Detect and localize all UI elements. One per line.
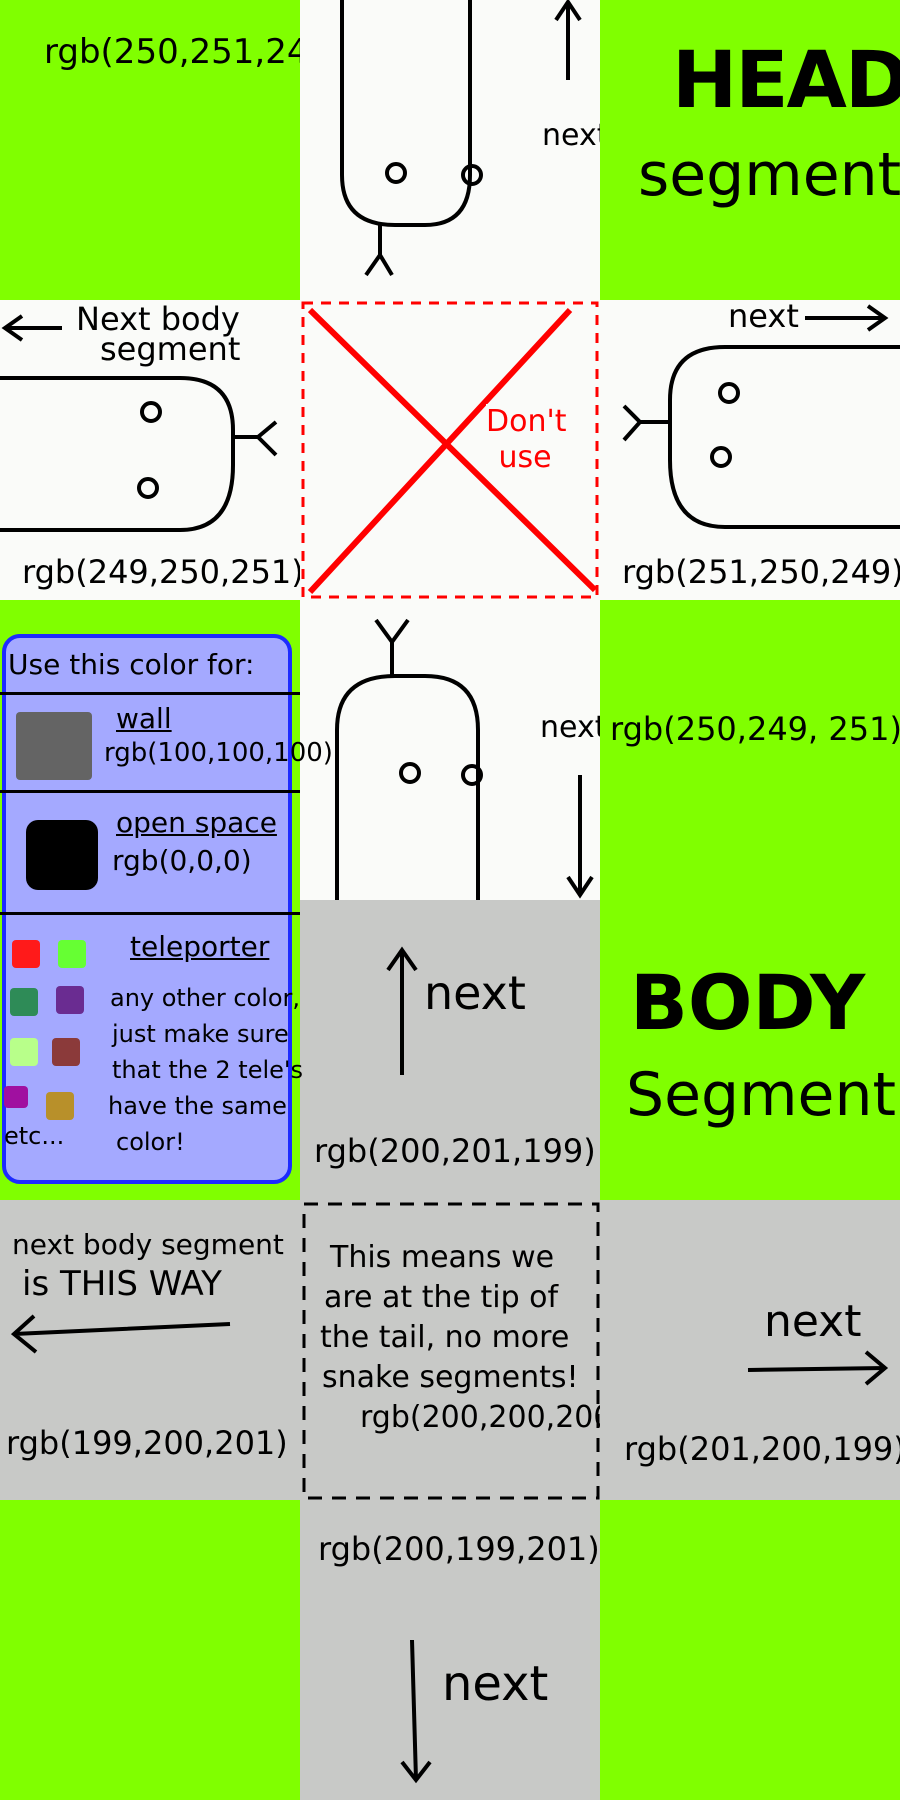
teleporter-etc-label: etc... <box>4 1122 65 1150</box>
cell-green-r1c1: rgb(250,251,249) <box>0 0 343 300</box>
teleporter-swatch-magenta <box>4 1086 28 1108</box>
body-up-rgb-label: rgb(200,201,199) <box>314 1132 596 1170</box>
legend-divider-2 <box>0 790 300 793</box>
body-down-next-label: next <box>442 1656 549 1712</box>
body-up-next-label: next <box>424 966 526 1020</box>
teleporter-desc-line3: that the 2 tele's <box>112 1056 303 1084</box>
body-left-arrow <box>10 1314 231 1354</box>
color-legend-panel: Use this color for: wall rgb(100,100,100… <box>0 632 333 1188</box>
cell-green-r3c3: rgb(250,249, 251) <box>600 600 900 900</box>
body-up-arrow <box>386 946 418 1075</box>
head-up-rgb-label: rgb(250,251,249) <box>44 32 344 72</box>
cell-green-r6c3 <box>600 1500 900 1800</box>
head-title: HEAD <box>672 36 900 126</box>
open-space-color-swatch <box>26 820 98 890</box>
head-left-snake <box>0 314 278 532</box>
cell-body-up: next rgb(200,201,199) <box>300 900 600 1200</box>
cell-green-r6c1 <box>0 1500 300 1800</box>
dont-use-label: Don't use <box>486 404 567 476</box>
teleporter-swatch-brown <box>52 1038 80 1066</box>
teleporter-swatch-lightgreen <box>58 940 86 968</box>
head-down-rgb-label: rgb(250,249, 251) <box>610 710 900 748</box>
cell-dont-use: Don't use <box>300 300 600 600</box>
cell-head-up: next <box>300 0 608 300</box>
body-right-arrow <box>747 1350 889 1386</box>
head-up-snake <box>340 0 582 277</box>
cell-body-down: rgb(200,199,201) next <box>300 1500 600 1800</box>
body-left-note-line1: next body segment <box>12 1228 284 1261</box>
body-down-arrow <box>400 1639 432 1784</box>
body-subtitle: Segment <box>626 1060 896 1130</box>
teleporter-swatch-seagreen <box>10 988 38 1016</box>
body-right-rgb-label: rgb(201,200,199) <box>624 1430 900 1468</box>
cell-body-right: next rgb(201,200,199) <box>600 1200 900 1500</box>
head-down-snake <box>335 618 594 900</box>
wall-color-swatch <box>16 712 92 780</box>
teleporter-desc-line1: any other color, <box>110 984 301 1012</box>
cell-head-down: next <box>300 600 606 900</box>
cell-body-left: next body segment is THIS WAY rgb(199,20… <box>0 1200 300 1500</box>
head-subtitle: segment <box>638 140 900 210</box>
head-down-next-label: next <box>540 710 607 745</box>
teleporter-desc-line2: just make sure <box>112 1020 289 1048</box>
wall-rgb-label: rgb(100,100,100) <box>104 738 333 768</box>
teleporter-swatch-palegreen <box>10 1038 38 1066</box>
head-left-rgb-label: rgb(249,250,251) <box>22 553 304 591</box>
legend-heading: Use this color for: <box>8 648 255 681</box>
teleporter-desc-line4: have the same <box>108 1092 287 1120</box>
tail-note-line3: the tail, no more <box>320 1320 570 1355</box>
head-right-next-label: next <box>728 297 799 335</box>
dont-use-x-mark <box>301 301 599 599</box>
teleporter-swatch-red <box>12 940 40 968</box>
head-right-rgb-label: rgb(251,250,249) <box>622 553 900 591</box>
teleporter-swatch-gold <box>46 1092 74 1120</box>
body-down-rgb-label: rgb(200,199,201) <box>318 1530 600 1568</box>
tail-tip-dashed-border <box>302 1202 600 1500</box>
teleporter-swatch-purple <box>56 986 84 1014</box>
legend-divider-3 <box>0 912 300 915</box>
wall-label: wall <box>116 702 172 735</box>
cell-head-right: next rgb(251,250,249) <box>600 297 900 600</box>
body-left-rgb-label: rgb(199,200,201) <box>6 1424 288 1462</box>
teleporter-label: teleporter <box>130 930 270 963</box>
body-left-note-line2: is THIS WAY <box>22 1264 222 1304</box>
cell-green-r1c3: HEAD segment <box>600 0 900 300</box>
open-space-label: open space <box>116 806 277 839</box>
tail-rgb-label: rgb(200,200,200) <box>360 1400 625 1435</box>
head-left-note-line2: segment <box>100 330 241 368</box>
body-right-next-label: next <box>764 1296 862 1347</box>
tail-note-line1: This means we <box>330 1240 555 1275</box>
legend-divider-1 <box>0 692 300 695</box>
cell-tail-tip: This means we are at the tip of the tail… <box>300 1200 624 1500</box>
open-space-rgb-label: rgb(0,0,0) <box>112 844 252 877</box>
tail-note-line2: are at the tip of <box>324 1280 559 1315</box>
head-up-next-label: next <box>542 118 609 153</box>
body-title: BODY <box>630 958 866 1047</box>
cell-green-r4c3: BODY Segment <box>600 900 900 1200</box>
cell-head-left: Next body segment rgb(249,250,251) <box>0 300 304 600</box>
head-right-snake <box>622 304 900 529</box>
teleporter-desc-line5: color! <box>116 1128 185 1156</box>
tail-note-line4: snake segments! <box>322 1360 579 1395</box>
head-left-note-line1: Next body <box>76 300 240 338</box>
